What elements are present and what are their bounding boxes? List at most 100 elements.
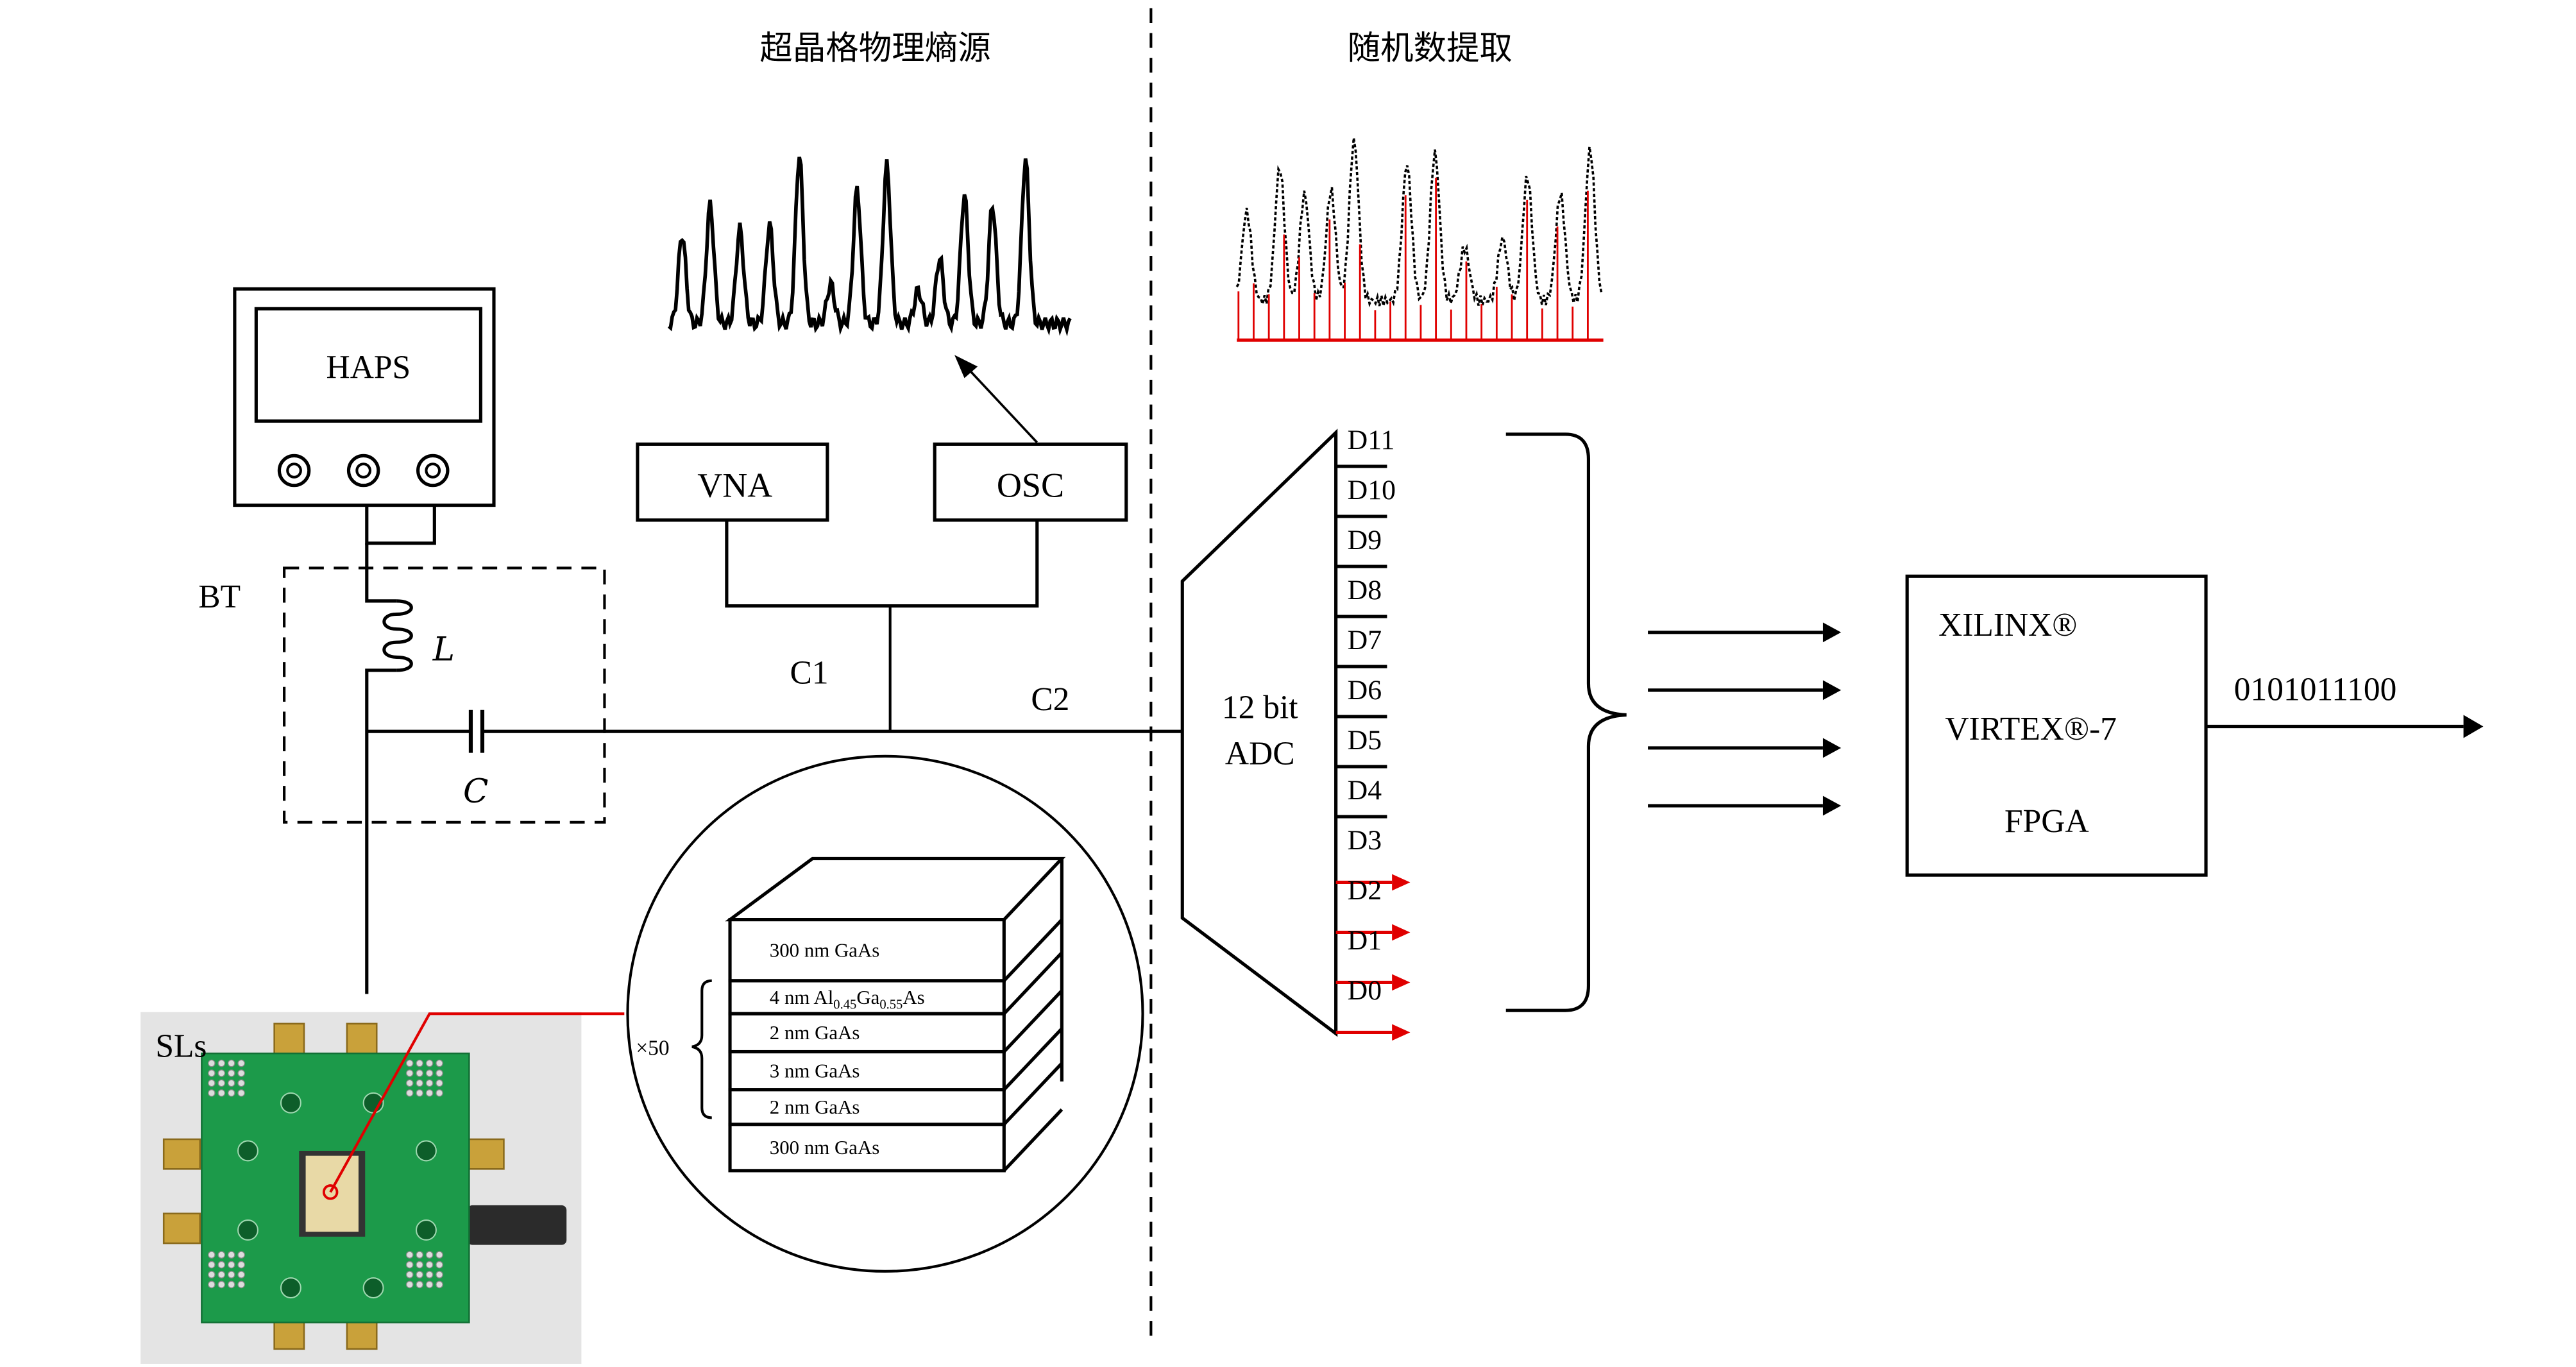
pcb-via bbox=[227, 1271, 235, 1278]
pcb-pad bbox=[415, 1140, 437, 1162]
cable-c1-label: C1 bbox=[790, 655, 829, 692]
pcb-via bbox=[405, 1089, 414, 1097]
arrowhead-icon bbox=[1392, 924, 1411, 941]
adc-bit-label: D7 bbox=[1348, 625, 1382, 656]
fpga-input-arrows bbox=[1648, 622, 1842, 816]
adc-bit-label: D5 bbox=[1348, 725, 1382, 756]
pcb-via bbox=[217, 1261, 226, 1269]
pcb-via bbox=[405, 1280, 414, 1289]
adc-bit-label: D0 bbox=[1348, 975, 1382, 1006]
layer-label: 2 nm GaAs bbox=[770, 1096, 860, 1118]
pcb-via bbox=[208, 1251, 216, 1259]
pcb-via bbox=[425, 1280, 434, 1289]
arrowhead-icon bbox=[1392, 874, 1411, 891]
pcb-via bbox=[416, 1271, 423, 1278]
arrowhead-icon bbox=[1822, 738, 1842, 758]
layer-label: 4 nm Al0.45Ga0.55As bbox=[770, 986, 925, 1012]
layer-label: 2 nm GaAs bbox=[770, 1021, 860, 1044]
pcb-via bbox=[237, 1261, 245, 1269]
repeat-brace bbox=[691, 979, 712, 1119]
pcb-via bbox=[217, 1069, 226, 1077]
pcb-via bbox=[405, 1271, 414, 1278]
bit-group-brace bbox=[1505, 432, 1627, 1012]
pcb-pad bbox=[415, 1219, 437, 1241]
pcb-via bbox=[237, 1069, 245, 1077]
pcb-via bbox=[208, 1089, 216, 1097]
inductor-label: L bbox=[432, 631, 455, 669]
knob-icon bbox=[416, 454, 450, 488]
pcb-via bbox=[208, 1059, 216, 1067]
adc-bit-label: D6 bbox=[1348, 675, 1382, 706]
pcb-via bbox=[416, 1059, 423, 1067]
knob-icon bbox=[346, 454, 380, 488]
pcb-via bbox=[227, 1089, 235, 1097]
haps-display bbox=[254, 307, 482, 423]
arrowhead-icon bbox=[1392, 974, 1411, 991]
pcb-via bbox=[405, 1069, 414, 1077]
pcb-pad bbox=[237, 1140, 258, 1162]
layer-row bbox=[728, 918, 1006, 983]
pcb-via bbox=[416, 1089, 423, 1097]
fpga-label-vendor: XILINX® bbox=[1938, 607, 2077, 643]
pcb-via bbox=[436, 1059, 443, 1067]
output-bitstream: 0101011100 bbox=[2234, 671, 2397, 708]
pcb-via bbox=[436, 1261, 443, 1269]
pcb-via bbox=[227, 1251, 235, 1259]
instrument-splitter bbox=[725, 520, 1039, 608]
left-section-title: 超晶格物理熵源 bbox=[759, 30, 990, 68]
capacitor-icon bbox=[468, 709, 485, 753]
repeat-count: ×50 bbox=[636, 1037, 669, 1060]
bias-tee-label: BT bbox=[198, 579, 241, 615]
pcb-via bbox=[237, 1251, 245, 1259]
pcb-via bbox=[436, 1271, 443, 1278]
adc-bit-label: D10 bbox=[1348, 475, 1396, 505]
pcb-via bbox=[227, 1079, 235, 1087]
haps-label: HAPS bbox=[326, 349, 411, 386]
adc-bit-label: D11 bbox=[1348, 425, 1395, 455]
pcb-via bbox=[237, 1059, 245, 1067]
adc-bit-label: D8 bbox=[1348, 575, 1382, 606]
adc-bit-label: D4 bbox=[1348, 775, 1382, 806]
pcb-via bbox=[425, 1251, 434, 1259]
adc-label-line2: ADC bbox=[1225, 736, 1295, 772]
right-section-title: 随机数提取 bbox=[1348, 30, 1513, 68]
pcb-via bbox=[227, 1280, 235, 1289]
cable-c2-label: C2 bbox=[1031, 681, 1069, 718]
pcb-via bbox=[425, 1059, 434, 1067]
pcb-via bbox=[425, 1079, 434, 1087]
adc-bit-label: D1 bbox=[1348, 925, 1382, 956]
pcb-via bbox=[237, 1079, 245, 1087]
layer-label: 300 nm GaAs bbox=[770, 1136, 880, 1159]
pcb-via bbox=[208, 1079, 216, 1087]
fpga-label-type: FPGA bbox=[2004, 803, 2089, 840]
vna-box bbox=[636, 442, 829, 522]
pcb-via bbox=[425, 1261, 434, 1269]
pcb-via bbox=[237, 1089, 245, 1097]
pcb-via bbox=[436, 1089, 443, 1097]
sample-label: SLs bbox=[155, 1028, 207, 1064]
adc-bit-label: D2 bbox=[1348, 875, 1382, 906]
layer-edge bbox=[1003, 951, 1063, 1015]
layer-edge bbox=[1003, 1108, 1063, 1172]
pcb-via bbox=[208, 1069, 216, 1077]
layer-edge bbox=[1003, 989, 1063, 1053]
pcb-via bbox=[227, 1261, 235, 1269]
layer-row bbox=[728, 1012, 1006, 1054]
arrowhead-icon bbox=[2463, 715, 2484, 738]
pcb-via bbox=[416, 1251, 423, 1259]
layer-edge bbox=[1003, 918, 1063, 982]
arrowhead-icon bbox=[1822, 622, 1842, 643]
pcb-via bbox=[227, 1069, 235, 1077]
pcb-via bbox=[425, 1069, 434, 1077]
chip-marker bbox=[322, 1184, 339, 1200]
sampled-trace bbox=[1235, 137, 1603, 309]
arrowhead-icon bbox=[1822, 680, 1842, 700]
osc-label: OSC bbox=[997, 466, 1064, 505]
zoom-circle bbox=[626, 754, 1144, 1273]
pcb-via bbox=[436, 1079, 443, 1087]
pcb-pad bbox=[280, 1277, 301, 1299]
pcb-pad bbox=[237, 1219, 258, 1241]
